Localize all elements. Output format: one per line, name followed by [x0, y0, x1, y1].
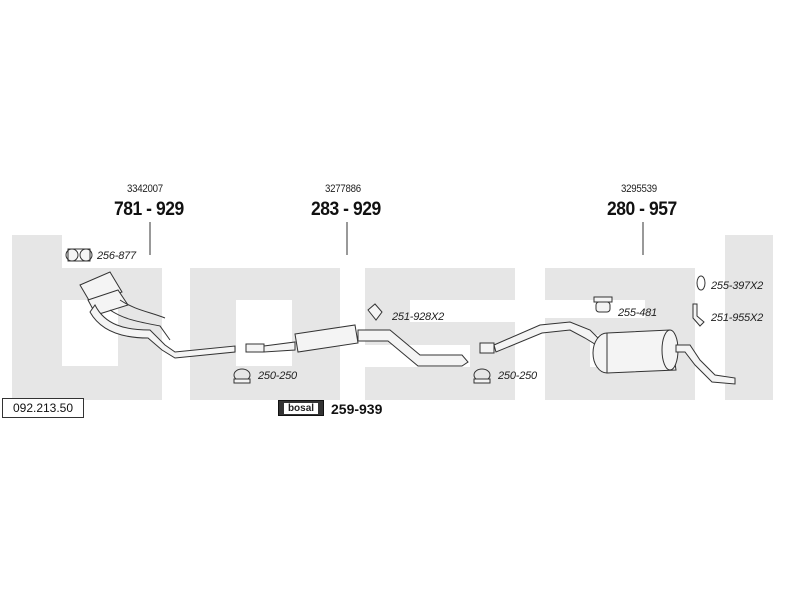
oe-number-front: 3342007 — [127, 183, 163, 195]
bracket-mid-label: 251-928X2 — [392, 311, 445, 323]
bracket-icon-rear — [692, 303, 705, 327]
oe-number-middle: 3277886 — [325, 183, 361, 195]
front-pipe — [79, 271, 236, 359]
bosal-logo: bosal — [278, 400, 324, 416]
bosal-logo-text: bosal — [283, 402, 319, 414]
part-number-middle: 283 - 929 — [311, 199, 381, 220]
clamp-rear-label: 250-250 — [498, 370, 537, 382]
clamp-icon-front — [233, 368, 251, 384]
part-number-rear: 280 - 957 — [607, 199, 677, 220]
hanger-ring-label: 255-397X2 — [711, 280, 764, 292]
bracket-rear-label: 251-955X2 — [711, 312, 764, 324]
clamp-front-label: 250-250 — [258, 370, 297, 382]
rear-silencer — [479, 321, 736, 385]
oe-number-rear: 3295539 — [621, 183, 657, 195]
bracket-icon-mid — [367, 303, 383, 321]
gasket-icon — [65, 248, 93, 262]
gasket-label: 256-877 — [97, 250, 136, 262]
mounting-kit-number: 259-939 — [331, 401, 383, 417]
rubber-mount-label: 255-481 — [618, 307, 657, 319]
part-number-front: 781 - 929 — [114, 199, 184, 220]
hanger-ring-icon — [696, 275, 706, 291]
rubber-mount-icon — [593, 296, 613, 313]
drawing-id-label: 092.213.50 — [2, 398, 84, 418]
middle-silencer — [245, 324, 469, 367]
clamp-icon-rear — [473, 368, 491, 384]
